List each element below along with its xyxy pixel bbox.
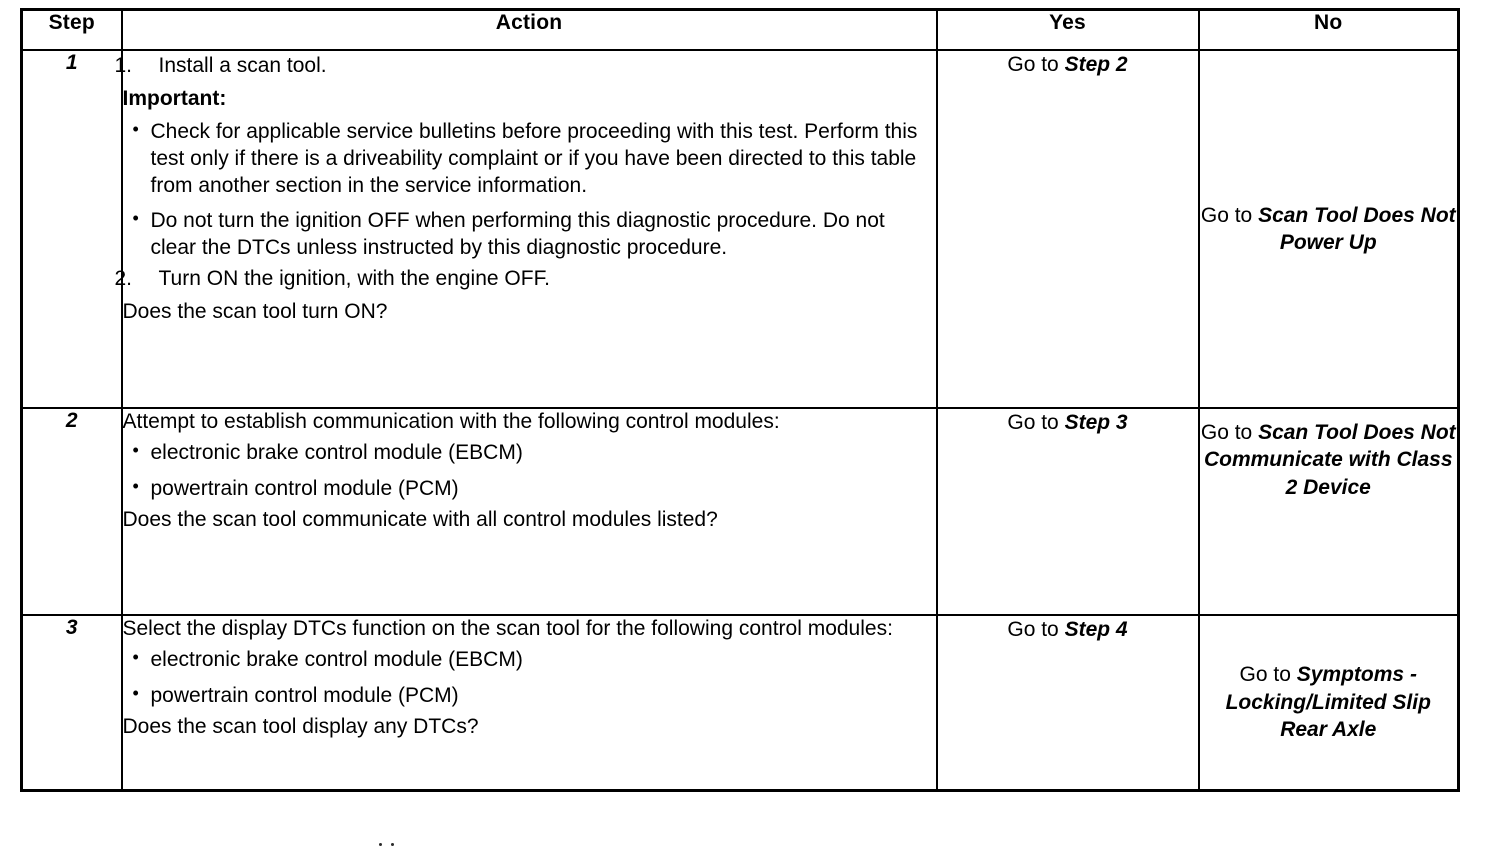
no-result-cell: Go to Symptoms - Locking/Limited Slip Re… [1197,614,1460,791]
column-header-yes: Yes [935,8,1200,51]
step-number-cell: 3 [20,614,123,791]
list-item: Check for applicable service bulletins b… [123,118,936,200]
important-label: Important: [122,86,227,110]
numbered-step-1: 1. Install a scan tool. [114,53,936,80]
table-row: 1 1. Install a scan tool. Important: Chec… [20,49,1460,409]
no-goto-reference: Scan Tool Does Not Power Up [1258,203,1456,254]
list-item: electronic brake control module (EBCM) [123,439,936,467]
action-cell: Attempt to establish communication with … [120,407,938,616]
no-goto-prefix: Go to [1200,421,1259,444]
numbered-step-1-number: 1. [114,54,133,77]
column-header-no: No [1197,8,1460,51]
yes-goto-prefix: Go to [1007,411,1065,434]
action-lead-text: Select the display DTCs function on the … [122,617,893,640]
list-item: powertrain control module (PCM) [123,682,936,710]
action-question: Does the scan tool turn ON? [122,300,388,323]
numbered-step-1-text: Install a scan tool. [158,54,327,77]
numbered-step-2: 2. Turn ON the ignition, with the engine … [114,266,936,293]
table-header-row: Step Action Yes No [20,8,1460,51]
list-item: electronic brake control module (EBCM) [123,646,936,674]
yes-goto-prefix: Go to [1007,618,1065,641]
no-result-cell: Go to Scan Tool Does Not Communicate wit… [1197,407,1460,616]
yes-goto-prefix: Go to [1007,53,1065,76]
action-question: Does the scan tool display any DTCs? [122,714,479,738]
action-question: Does the scan tool communicate with all … [122,507,718,531]
no-goto-reference: Symptoms - Locking/Limited Slip Rear Axl… [1225,663,1431,741]
scan-artifact-dot [391,843,394,846]
yes-goto-reference: Step 4 [1064,618,1128,641]
table-row: 3 Select the display DTCs function on th… [20,614,1460,791]
no-goto-prefix: Go to [1200,203,1259,227]
step-number-cell: 2 [20,407,123,616]
action-lead-text: Attempt to establish communication with … [122,410,780,433]
action-bullet-list: electronic brake control module (EBCM) p… [123,439,936,503]
list-item: Do not turn the ignition OFF when perfor… [123,207,936,262]
numbered-step-2-text: Turn ON the ignition, with the engine OF… [158,267,550,291]
table-row: 2 Attempt to establish communication wit… [20,407,1460,616]
yes-result-cell: Go to Step 4 [935,614,1200,791]
numbered-step-2-number: 2. [114,267,133,291]
diagnostic-procedure-table: Step Action Yes No 1 1. Install a scan to… [20,8,1460,792]
no-goto-reference: Scan Tool Does Not Communicate with Clas… [1203,421,1456,499]
yes-result-cell: Go to Step 2 [935,49,1200,409]
action-bullet-list: electronic brake control module (EBCM) p… [123,646,936,710]
column-header-step: Step [20,8,123,51]
step-number-cell: 1 [20,49,123,409]
no-result-cell: Go to Scan Tool Does Not Power Up [1197,49,1460,409]
action-bullet-list: Check for applicable service bulletins b… [123,118,936,262]
action-cell: 1. Install a scan tool. Important: Check … [114,49,938,409]
column-header-action: Action [120,8,938,51]
no-goto-prefix: Go to [1239,663,1297,687]
yes-result-cell: Go to Step 3 [935,407,1200,616]
list-item: powertrain control module (PCM) [123,475,936,503]
scan-artifact-dot [379,843,382,846]
action-cell: Select the display DTCs function on the … [120,614,938,791]
yes-goto-reference: Step 3 [1064,411,1128,434]
yes-goto-reference: Step 2 [1064,53,1128,76]
